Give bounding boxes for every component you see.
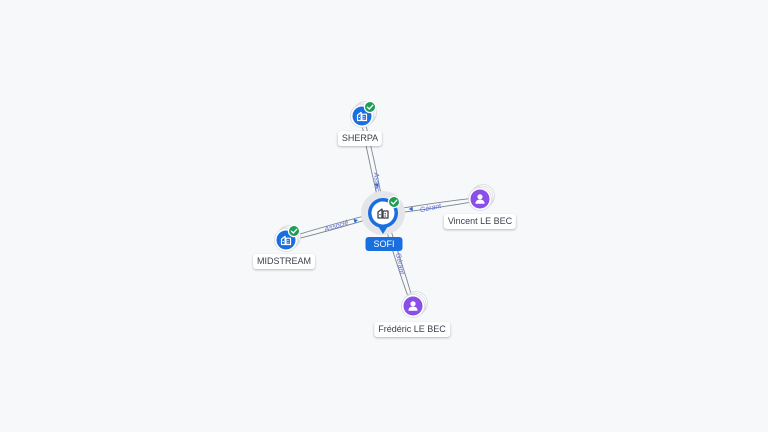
node-label-midstream[interactable]: MIDSTREAM (253, 254, 315, 269)
center-node-label[interactable]: SOFI (365, 237, 403, 251)
building-icon (280, 235, 292, 246)
node-sherpa-check-icon (363, 100, 377, 114)
edge-arrow-midstream (353, 218, 358, 224)
node-midstream[interactable] (274, 224, 301, 252)
node-midstream-check-icon (287, 224, 301, 238)
edge-label-vincent: Gérant (419, 203, 442, 215)
nodes-layer (274, 100, 495, 318)
edge-arrow-sherpa (374, 183, 379, 188)
edge-label-midstream: Associé (323, 220, 350, 234)
center-check-icon (387, 195, 401, 209)
edge-label-frederic: Gérant (394, 253, 405, 276)
node-label-frederic[interactable]: Frédéric LE BEC (374, 322, 450, 337)
person-icon (408, 301, 418, 311)
node-label-vincent[interactable]: Vincent LE BEC (443, 214, 517, 229)
building-icon (377, 208, 389, 219)
node-sherpa[interactable] (350, 100, 377, 128)
node-label-sherpa[interactable]: SHERPA (337, 131, 383, 146)
person-icon (475, 194, 485, 204)
node-center[interactable] (361, 191, 405, 235)
center-pin-tip (378, 226, 388, 234)
building-icon (356, 111, 368, 122)
node-frederic[interactable] (401, 291, 428, 318)
edge-arrow-vincent (408, 206, 414, 211)
node-vincent[interactable] (468, 184, 495, 211)
edge-label-sherpa: Associé (372, 171, 381, 197)
